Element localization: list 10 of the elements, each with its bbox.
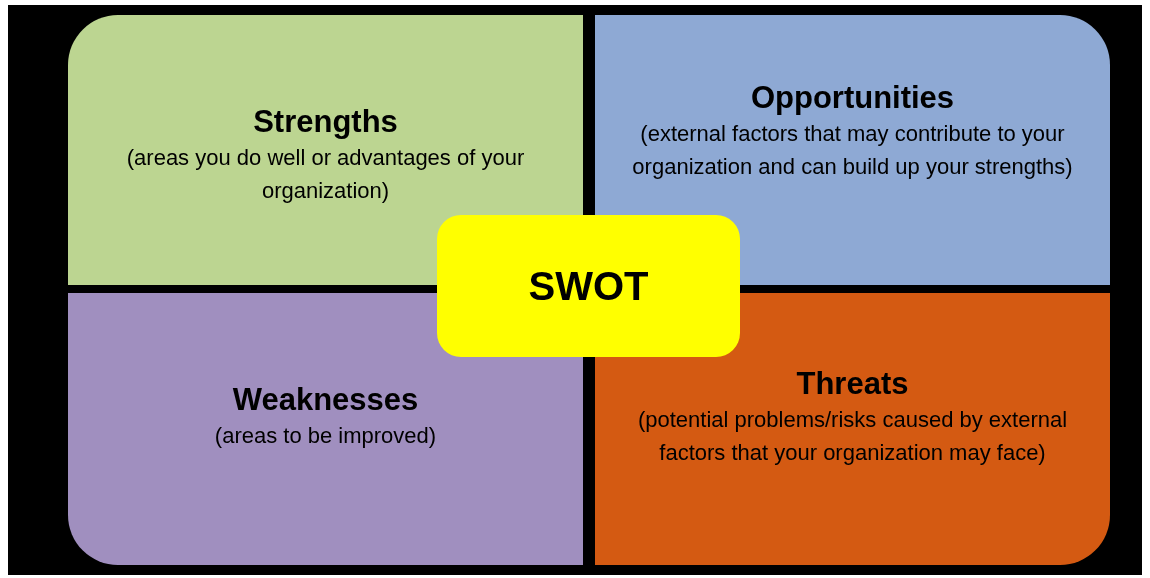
- center-box: [437, 215, 740, 357]
- quadrant-description: (potential problems/risks caused by external factors that your organization may face): [636, 406, 1069, 467]
- quadrant-description: (external factors that may contribute to your organization and can build up your strengths): [631, 120, 1074, 181]
- quadrant-heading: Threats: [796, 365, 909, 403]
- quadrant-description: (areas you do well or advantages of your organization): [125, 144, 526, 205]
- center-title: SWOT: [528, 263, 649, 310]
- quadrant-heading: Weaknesses: [232, 381, 419, 419]
- quadrant-heading: Opportunities: [750, 79, 955, 117]
- quadrant-heading: Strengths: [253, 103, 398, 141]
- quadrant-description: (areas to be improved): [213, 422, 438, 450]
